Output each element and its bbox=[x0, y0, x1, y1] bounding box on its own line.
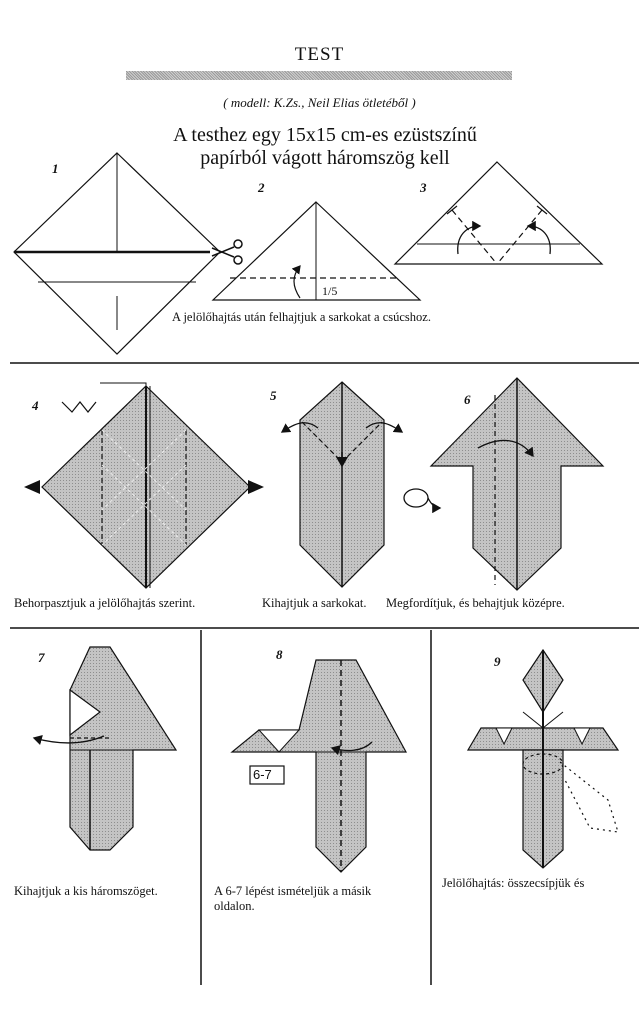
step-5-diagram bbox=[280, 381, 404, 588]
caption-step-4: Behorpasztjuk a jelölőhajtás szerint. bbox=[14, 596, 196, 610]
step-2-diagram bbox=[211, 201, 422, 301]
step-9-diagram bbox=[466, 648, 620, 869]
caption-step-7: Kihajtjuk a kis háromszöget. bbox=[14, 884, 158, 898]
step-1-diagram bbox=[13, 152, 221, 355]
page-title: TEST bbox=[294, 44, 345, 65]
step-number-5: 5 bbox=[270, 388, 277, 403]
intro-line-1: A testhez egy 15x15 cm-es ezüstszínű bbox=[173, 124, 477, 146]
caption-step-5: Kihajtjuk a sarkokat. bbox=[262, 596, 367, 610]
caption-row-1: A jelölőhajtás után felhajtjuk a sarkoka… bbox=[172, 310, 431, 324]
repeat-steps-label: 6-7 bbox=[253, 767, 272, 782]
scissors-icon bbox=[211, 239, 243, 265]
intro-text: A testhez egy 15x15 cm-es ezüstszínű pap… bbox=[130, 124, 520, 170]
intro-line-2: papírból vágott háromszög kell bbox=[200, 147, 450, 169]
repeat-steps-box bbox=[249, 765, 285, 785]
step-number-2: 2 bbox=[258, 180, 265, 195]
step-number-6: 6 bbox=[464, 392, 471, 407]
turn-over-icon bbox=[403, 488, 442, 514]
step-number-9: 9 bbox=[494, 654, 501, 669]
caption-step-8-line-2: oldalon. bbox=[214, 899, 255, 913]
step-7-diagram bbox=[32, 646, 178, 851]
caption-step-9: Jelölőhajtás: összecsípjük és bbox=[442, 876, 585, 890]
fraction-label: 1/5 bbox=[322, 284, 338, 298]
caption-step-8: A 6-7 lépést ismételjük a másik oldalon. bbox=[214, 884, 371, 914]
step-number-4: 4 bbox=[32, 398, 39, 413]
title-underline-bar bbox=[126, 71, 512, 80]
caption-step-6: Megfordítjuk, és behajtjuk középre. bbox=[386, 596, 565, 610]
step-number-7: 7 bbox=[38, 650, 45, 665]
caption-step-8-line-1: A 6-7 lépést ismételjük a másik bbox=[214, 884, 372, 898]
step-number-3: 3 bbox=[420, 180, 427, 195]
step-number-1: 1 bbox=[52, 161, 59, 176]
credit-line: ( modell: K.Zs., Neil Elias ötletéből ) bbox=[223, 95, 416, 110]
step-3-diagram bbox=[393, 161, 604, 265]
step-6-diagram bbox=[429, 377, 605, 591]
step-4-diagram bbox=[24, 382, 264, 589]
step-8-diagram bbox=[230, 659, 408, 873]
step-number-8: 8 bbox=[276, 647, 283, 662]
